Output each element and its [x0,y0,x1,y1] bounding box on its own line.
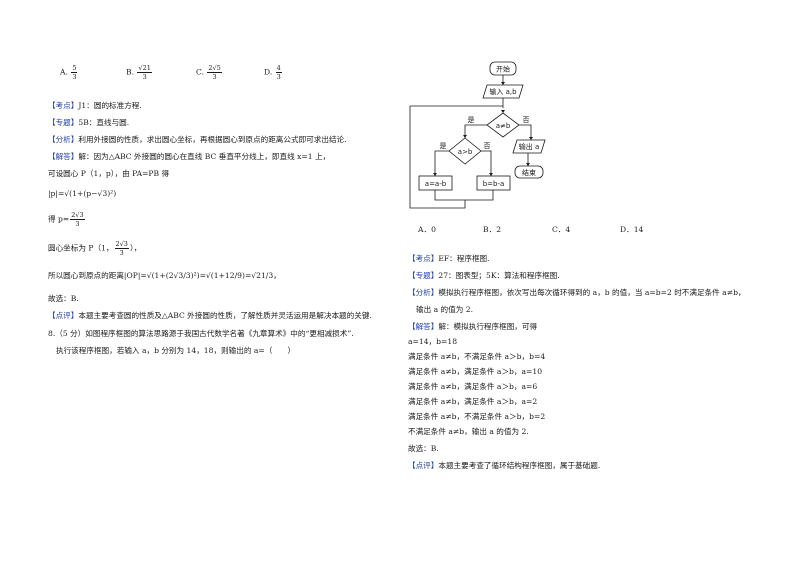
kaodian-line: 【考点】EF：程序框图. [408,254,490,263]
question-8: 8.（5 分）如图程序框图的算法思路源于我国古代数学名著《九章算术》中的“更相减… [48,327,398,358]
box-right-label: b=b-a [483,180,505,188]
zhuanti-line: 【专题】27：图表型；5K：算法和程序框图. [408,271,560,280]
yes1-label: 是 [468,116,475,124]
step-line: 不满足条件 a≠b，输出 a 的值为 2. [408,427,529,436]
step-line: 满足条件 a≠b，不满足条件 a＞b，b=4 [408,352,546,361]
kaodian-line: 【考点】J1：圆的标准方程. [48,101,142,110]
answer-line: 故选：B. [48,294,79,303]
dianping-line: 【点评】本题主要考查了循环结构程序框图，属于基础题. [408,461,601,470]
option-b: B．2 [483,225,502,234]
program-flowchart: 开始 输入 a,b a≠b 是 否 输出 a 结束 a>b 是 否 a=a-b … [409,61,546,209]
option-d: D．14 [620,225,644,234]
box-left-label: a=a-b [425,180,447,188]
input-label: 输入 a,b [489,87,517,96]
step-line: 满足条件 a≠b，不满足条件 a＞b，b=2 [408,412,546,421]
output-node [512,139,546,154]
no1-label: 否 [523,116,530,124]
distance-line: 所以圆心到原点的距离|OP|=√(1+(2√3/3)²)=√(1+12/9)=√… [48,271,281,280]
output-label: 输出 a [519,142,540,151]
condition-a-ne-b [486,112,520,138]
fenxi-line: 【分析】利用外接圆的性质，求出圆心坐标，再根据圆心到原点的距离公式即可求出结论. [48,135,347,144]
input-node [482,84,524,99]
jieda-line: 【解答】解：因为△ABC 外接圆的圆心在直线 BC 垂直平分线上，即直线 x=1… [48,152,331,161]
cond1-label: a≠b [496,122,511,130]
center-line: 可设圆心 P（1，p），由 PA=PB 得 [48,169,170,178]
fenxi-line-2: 输出 a 的值为 2. [416,305,473,314]
jieda-line: 【解答】解：模拟执行程序框图，可得 [408,322,538,331]
step-line: 满足条件 a≠b，满足条件 a＞b，a=10 [408,367,543,376]
no2-label: 否 [484,142,491,150]
yes2-label: 是 [440,142,447,150]
equation-line: |p|=√(1+(p−√3)²) [48,189,117,198]
box-b-minus-a [476,175,511,191]
step-line: a=14，b=18 [408,337,458,346]
question-8-line2: 执行该程序框图，若输入 a，b 分别为 14，18，则输出的 a=（ ） [56,346,296,355]
right-solution: 【考点】EF：程序框图. 【专题】27：图表型；5K：算法和程序框图. 【分析】… [408,252,758,473]
fenxi-line: 【分析】模拟执行程序框图，依次写出每次循环得到的 a，b 的值，当 a=b=2 … [408,288,746,297]
option-a: A．0 [418,225,436,234]
answer-line: 故选：B. [408,444,439,453]
box-a-minus-b [418,175,453,191]
end-label: 结束 [522,168,536,177]
zhuanti-line: 【专题】5B：直线与圆. [48,118,130,127]
step-line: 满足条件 a≠b，满足条件 a＞b，a=6 [408,382,538,391]
end-node [514,165,544,179]
step-line: 满足条件 a≠b，满足条件 a＞b，a=2 [408,397,538,406]
cond2-label: a>b [458,148,473,156]
start-label: 开始 [496,65,510,74]
dianping-line: 【点评】本题主要考查圆的性质及△ABC 外接圆的性质，了解性质并灵活运用是解决本… [48,311,372,320]
question-8-line1: 8.（5 分）如图程序框图的算法思路源于我国古代数学名著《九章算术》中的“更相减… [48,329,354,338]
option-c: C．4 [552,225,571,234]
left-solution: 【考点】J1：圆的标准方程. 【专题】5B：直线与圆. 【分析】利用外接圆的性质… [48,99,388,323]
condition-a-gt-b [448,137,482,165]
